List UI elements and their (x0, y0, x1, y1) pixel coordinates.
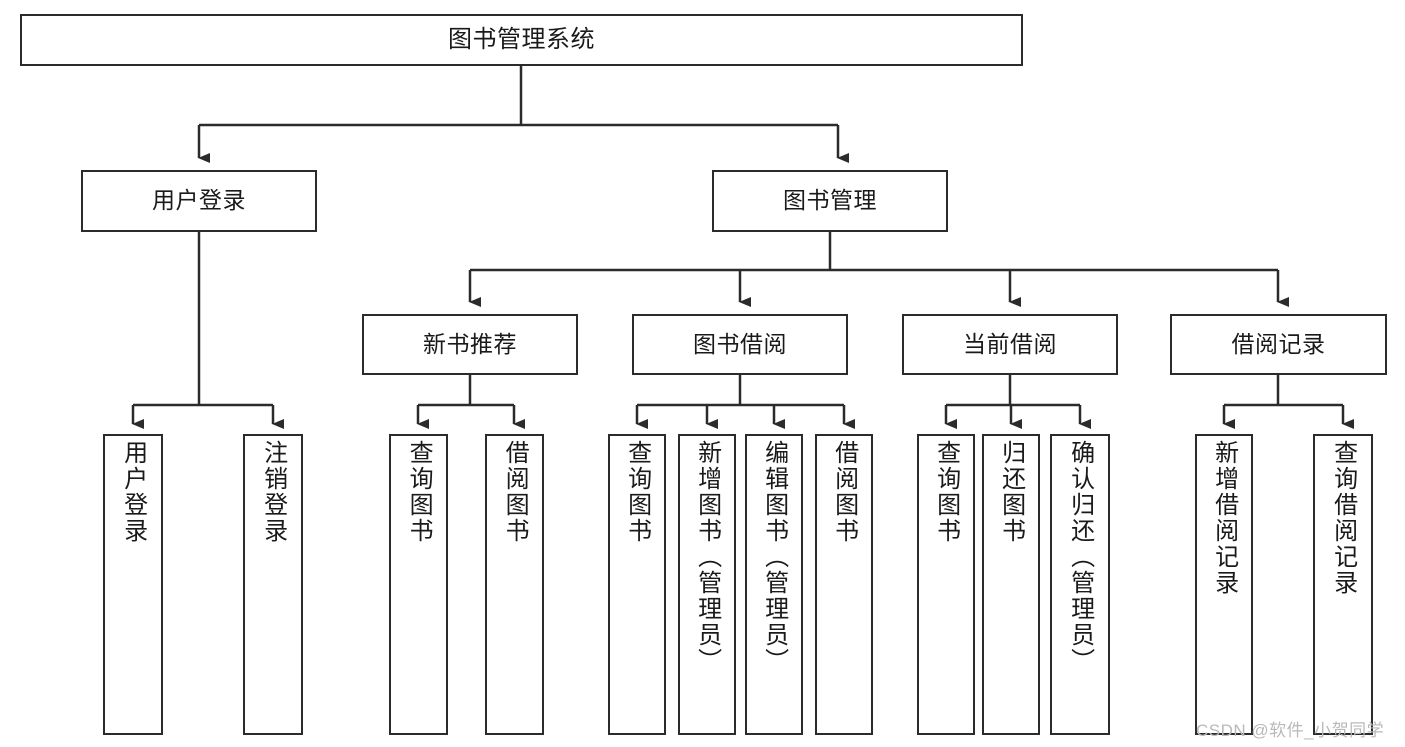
node-book-borrow[interactable]: 图书借阅 (632, 314, 848, 375)
leaf-book-borrow-add-book-admin[interactable]: 新增图书（管理员） (678, 434, 736, 735)
leaf-book-borrow-query-book[interactable]: 查询图书 (608, 434, 666, 735)
node-label: 查询借阅记录 (1329, 440, 1357, 596)
node-label: 当前借阅 (963, 330, 1057, 357)
node-label: 新增图书（管理员） (693, 440, 721, 674)
node-label: 图书管理系统 (448, 25, 595, 53)
node-book-management[interactable]: 图书管理 (712, 170, 948, 232)
leaf-user-login-login[interactable]: 用户登录 (103, 434, 163, 735)
node-label: 图书管理 (783, 187, 877, 214)
leaf-current-borrow-confirm-return-admin[interactable]: 确认归还（管理员） (1050, 434, 1110, 735)
node-label: 新增借阅记录 (1210, 440, 1238, 596)
leaf-current-borrow-return-book[interactable]: 归还图书 (982, 434, 1040, 735)
node-label: 查询图书 (623, 440, 651, 544)
node-user-login[interactable]: 用户登录 (81, 170, 317, 232)
node-label: 归还图书 (997, 440, 1025, 544)
node-label: 借阅图书 (830, 440, 858, 544)
node-current-borrow[interactable]: 当前借阅 (902, 314, 1118, 375)
leaf-new-book-borrow-book[interactable]: 借阅图书 (485, 434, 544, 735)
leaf-current-borrow-query-book[interactable]: 查询图书 (917, 434, 975, 735)
node-label: 编辑图书（管理员） (760, 440, 788, 674)
node-label: 用户登录 (152, 187, 246, 214)
node-label: 确认归还（管理员） (1066, 440, 1094, 674)
node-label: 用户登录 (119, 440, 147, 544)
node-new-book-recommend[interactable]: 新书推荐 (362, 314, 578, 375)
node-root-book-management-system[interactable]: 图书管理系统 (20, 14, 1023, 66)
node-label: 借阅图书 (501, 440, 529, 544)
leaf-new-book-query-book[interactable]: 查询图书 (389, 434, 448, 735)
leaf-borrow-record-query-record[interactable]: 查询借阅记录 (1313, 434, 1373, 735)
leaf-book-borrow-borrow-book[interactable]: 借阅图书 (815, 434, 873, 735)
leaf-user-login-logout[interactable]: 注销登录 (243, 434, 303, 735)
leaf-borrow-record-add-record[interactable]: 新增借阅记录 (1195, 434, 1253, 735)
node-label: 查询图书 (932, 440, 960, 544)
leaf-book-borrow-edit-book-admin[interactable]: 编辑图书（管理员） (745, 434, 803, 735)
csdn-watermark: CSDN @软件_小贺同学 (1196, 721, 1385, 740)
node-label: 借阅记录 (1231, 330, 1326, 357)
node-label: 图书借阅 (693, 330, 787, 357)
node-label: 新书推荐 (423, 330, 517, 357)
node-label: 查询图书 (405, 440, 433, 544)
node-label: 注销登录 (259, 440, 287, 544)
node-borrow-record[interactable]: 借阅记录 (1170, 314, 1387, 375)
